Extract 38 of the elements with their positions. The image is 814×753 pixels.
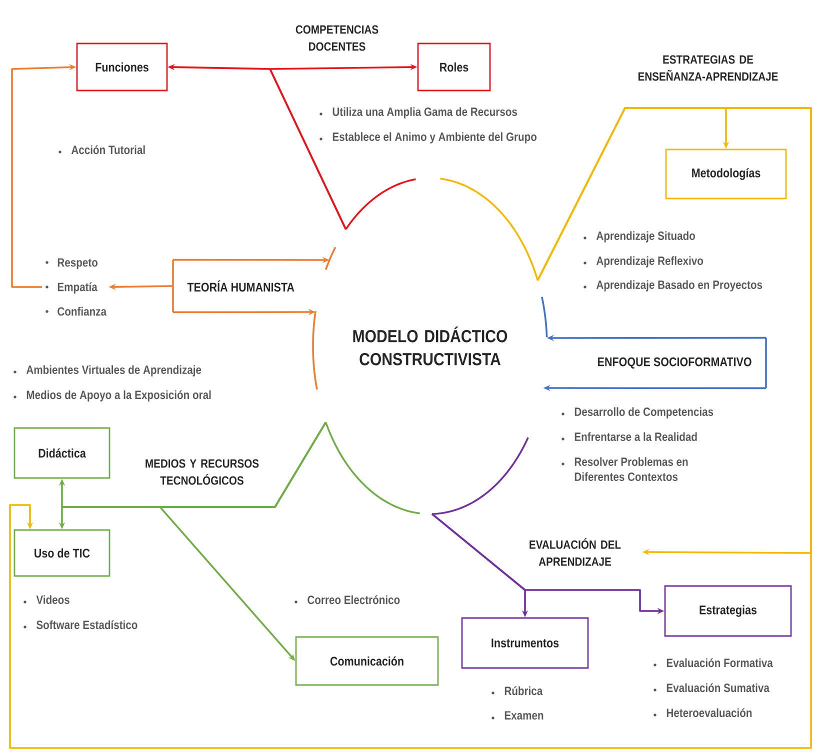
bullet-item: Desarrollo de Competencias	[562, 407, 714, 418]
bullet-item: Establece el Animo y Ambiente del Grupo	[320, 132, 537, 144]
bullet-item: Heteroevaluación	[654, 708, 752, 718]
arrow	[9, 107, 812, 749]
bullet-item: Software Estadístico	[24, 620, 138, 630]
topic-bracket: ENFOQUE SOCIOFORMATIVO	[598, 338, 767, 388]
branch-heading: EVALUACIÓN DEL APRENDIZAJE	[530, 538, 621, 566]
bullet-item: Videos	[24, 595, 70, 604]
node-label: Empatía	[58, 282, 98, 294]
bullet-item: Aprendizaje Situado	[584, 231, 695, 242]
bullet-item: Acción Tutorial	[58, 145, 145, 154]
branch-heading: ESTRATEGIAS DE ENSEÑANZA-APRENDIZAJE	[638, 55, 778, 81]
bullet-item: Rúbrica	[492, 686, 543, 696]
branch-heading: COMPETENCIAS DOCENTES	[296, 25, 378, 51]
process-box: Comunicación	[295, 636, 439, 686]
branch-heading: MEDIOS Y RECURSOS TECNOLÓGICOS	[146, 459, 259, 485]
process-box: Instrumentos	[461, 617, 589, 669]
bullet-item: Evaluación Sumativa	[654, 683, 770, 692]
bullet-item: Evaluación Formativa	[654, 658, 773, 668]
process-box: Estrategias	[664, 585, 792, 637]
node-label: Confianza	[58, 306, 107, 316]
bullet-item: Resolver Problemas en Diferentes Contextos	[562, 457, 688, 481]
bullet-item: Medios de Apoyo a la Exposición oral	[14, 390, 211, 402]
bullet-item: Utiliza una Amplia Gama de Recursos	[320, 107, 518, 118]
node-label: Respeto	[58, 258, 98, 270]
bullet-item: Aprendizaje Basado en Proyectos	[584, 280, 762, 292]
process-box: Metodologías	[665, 148, 787, 200]
bullet-item: Ambientes Virtuales de Aprendizaje	[14, 365, 202, 376]
bullet-item: Enfrentarse a la Realidad	[562, 432, 697, 441]
process-box: Didáctica	[14, 427, 110, 479]
process-box: Funciones	[76, 42, 168, 92]
process-box: Uso de TIC	[14, 529, 110, 577]
topic-bracket: TEORÍA HUMANISTA	[172, 260, 294, 312]
bullet-item: Correo Electrónico	[294, 595, 400, 604]
bullet-list: Respeto Empatía Confianza	[46, 258, 107, 316]
bullet-item: Aprendizaje Reflexivo	[584, 256, 704, 268]
process-box: Roles	[417, 42, 491, 92]
bullet-item: Examen	[492, 711, 544, 720]
